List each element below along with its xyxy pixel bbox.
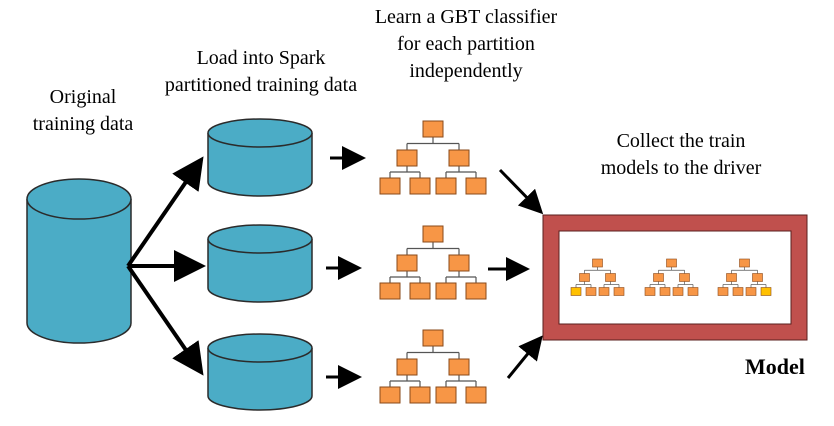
tree-leaf-node [732,287,744,296]
tree-leaf-node [409,282,431,300]
load-label-line1: Load into Spark [197,47,326,69]
gbt-tree-partition-2 [379,225,487,300]
tree-leaf-node [717,287,729,296]
tree-leaf-node [465,282,487,300]
gbt-tree-partition-3 [379,329,487,404]
model-tree-2 [644,258,699,296]
original-label-line2: training data [33,113,134,135]
tree-leaf-node [672,287,684,296]
tree-root-node [592,258,603,268]
fanout-arrow-3 [126,264,204,376]
tree-leaf-node [760,287,772,296]
gbt-tree-partition-1 [379,120,487,195]
tree-internal-node [653,273,664,282]
tree-internal-node [396,149,418,167]
tree-root-node [422,329,444,347]
tree-internal-node [448,149,470,167]
original-data-cylinder [26,178,132,344]
tree-leaf-node [465,177,487,195]
tree-leaf-node [613,287,625,296]
learn-label-line2: for each partition [397,33,535,55]
tree-root-node [666,258,677,268]
tree-internal-node [448,254,470,272]
tree-leaf-node [435,177,457,195]
tree-leaf-node [687,287,699,296]
collect-label-line1: Collect the train [617,130,746,152]
learn-label-line3: independently [409,60,522,82]
tree-leaf-node [659,287,671,296]
load-label-line2: partitioned training data [165,74,357,96]
model-box [542,214,808,341]
tree-internal-node [396,254,418,272]
tree-leaf-node [379,282,401,300]
collect-arrow-1 [498,168,544,215]
model-tree-1 [570,258,625,296]
tree-leaf-node [570,287,582,296]
tree-leaf-node [435,386,457,404]
model-label: Model [745,354,805,379]
partition-cylinder-2 [207,224,313,303]
tree-leaf-node [379,386,401,404]
tree-leaf-node [465,386,487,404]
tree-leaf-node [745,287,757,296]
tree-leaf-node [644,287,656,296]
tree-internal-node [396,358,418,376]
tree-leaf-node [409,386,431,404]
model-tree-3 [717,258,772,296]
tree-internal-node [579,273,590,282]
tree-leaf-node [598,287,610,296]
collect-label-line2: models to the driver [601,157,762,179]
tree-leaf-node [585,287,597,296]
partition-cylinder-3 [207,333,313,411]
collect-arrow-3 [506,335,543,379]
tree-root-node [422,225,444,243]
original-label-line1: Original [50,86,117,108]
tree-root-node [739,258,750,268]
tree-internal-node [448,358,470,376]
tree-leaf-node [435,282,457,300]
tree-internal-node [679,273,690,282]
tree-internal-node [726,273,737,282]
tree-leaf-node [409,177,431,195]
partition-cylinder-1 [207,118,313,197]
tree-root-node [422,120,444,138]
tree-leaf-node [379,177,401,195]
learn-label-line1: Learn a GBT classifier [375,6,558,28]
tree-internal-node [752,273,763,282]
tree-internal-node [605,273,616,282]
fanout-arrow-1 [126,156,204,268]
